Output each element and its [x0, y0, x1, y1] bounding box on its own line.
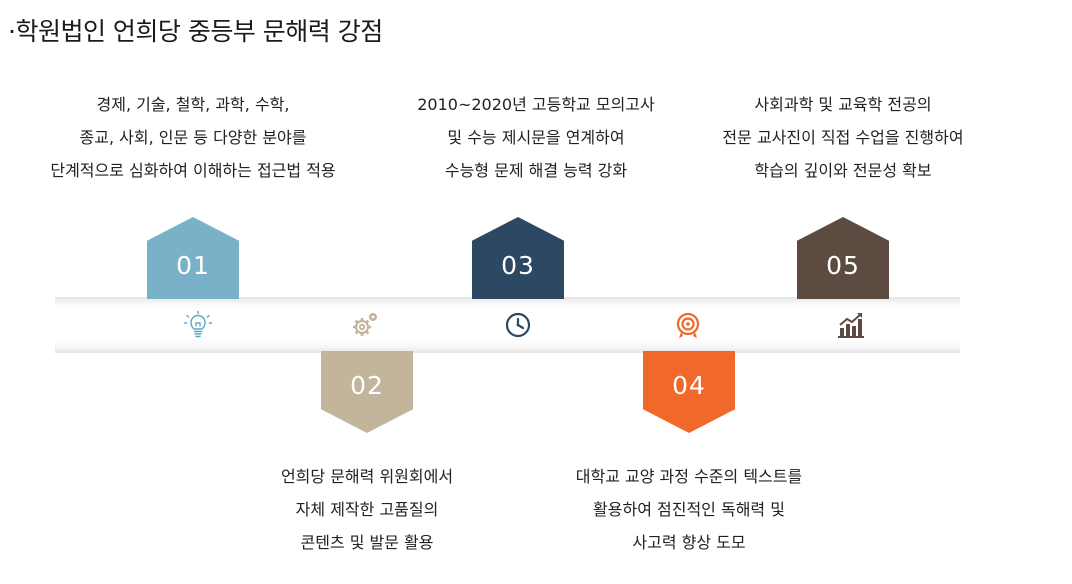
- step-01-line-1: 경제, 기술, 철학, 과학, 수학,: [96, 95, 290, 114]
- gears-icon: [350, 310, 380, 340]
- step-02-description: 언희당 문해력 위원회에서 자체 제작한 고품질의 콘텐츠 및 발문 활용: [197, 460, 537, 559]
- step-04-description: 대학교 교양 과정 수준의 텍스트를 활용하여 점진적인 독해력 및 사고력 향…: [519, 460, 859, 559]
- step-05-line-2: 전문 교사진이 직접 수업을 진행하여: [722, 128, 964, 147]
- step-02-badge: 02: [321, 351, 413, 433]
- step-05-number: 05: [826, 250, 860, 280]
- step-01-line-2: 종교, 사회, 인문 등 다양한 분야를: [79, 128, 307, 147]
- step-05-line-1: 사회과학 및 교육학 전공의: [754, 95, 932, 114]
- step-02-line-1: 언희당 문해력 위원회에서: [280, 467, 454, 486]
- bar-chart-icon: [836, 310, 866, 340]
- step-01-badge: 01: [147, 217, 239, 299]
- step-03-line-2: 및 수능 제시문을 연계하여: [447, 128, 625, 147]
- step-04-badge: 04: [643, 351, 735, 433]
- step-03-line-1: 2010~2020년 고등학교 모의고사: [417, 95, 655, 114]
- target-icon: [673, 310, 703, 340]
- step-05-line-3: 학습의 깊이와 전문성 확보: [754, 161, 932, 180]
- step-04-line-2: 활용하여 점진적인 독해력 및: [593, 500, 785, 519]
- step-02-line-2: 자체 제작한 고품질의: [295, 500, 439, 519]
- step-02-line-3: 콘텐츠 및 발문 활용: [300, 533, 434, 552]
- clock-icon: [503, 310, 533, 340]
- step-01-line-3: 단계적으로 심화하여 이해하는 접근법 적용: [50, 161, 336, 180]
- lightbulb-icon: [183, 310, 213, 340]
- step-03-number: 03: [501, 250, 535, 280]
- step-03-description: 2010~2020년 고등학교 모의고사 및 수능 제시문을 연계하여 수능형 …: [366, 88, 706, 187]
- page-title: ·학원법인 언희당 중등부 문해력 강점: [8, 17, 383, 46]
- step-03-line-3: 수능형 문제 해결 능력 강화: [444, 161, 628, 180]
- step-01-number: 01: [176, 250, 210, 280]
- step-02-number: 02: [350, 370, 384, 400]
- step-04-line-1: 대학교 교양 과정 수준의 텍스트를: [575, 467, 803, 486]
- step-05-description: 사회과학 및 교육학 전공의 전문 교사진이 직접 수업을 진행하여 학습의 깊…: [673, 88, 1013, 187]
- step-03-badge: 03: [472, 217, 564, 299]
- step-01-description: 경제, 기술, 철학, 과학, 수학, 종교, 사회, 인문 등 다양한 분야를…: [23, 88, 363, 187]
- step-04-number: 04: [672, 370, 706, 400]
- step-04-line-3: 사고력 향상 도모: [632, 533, 746, 552]
- step-05-badge: 05: [797, 217, 889, 299]
